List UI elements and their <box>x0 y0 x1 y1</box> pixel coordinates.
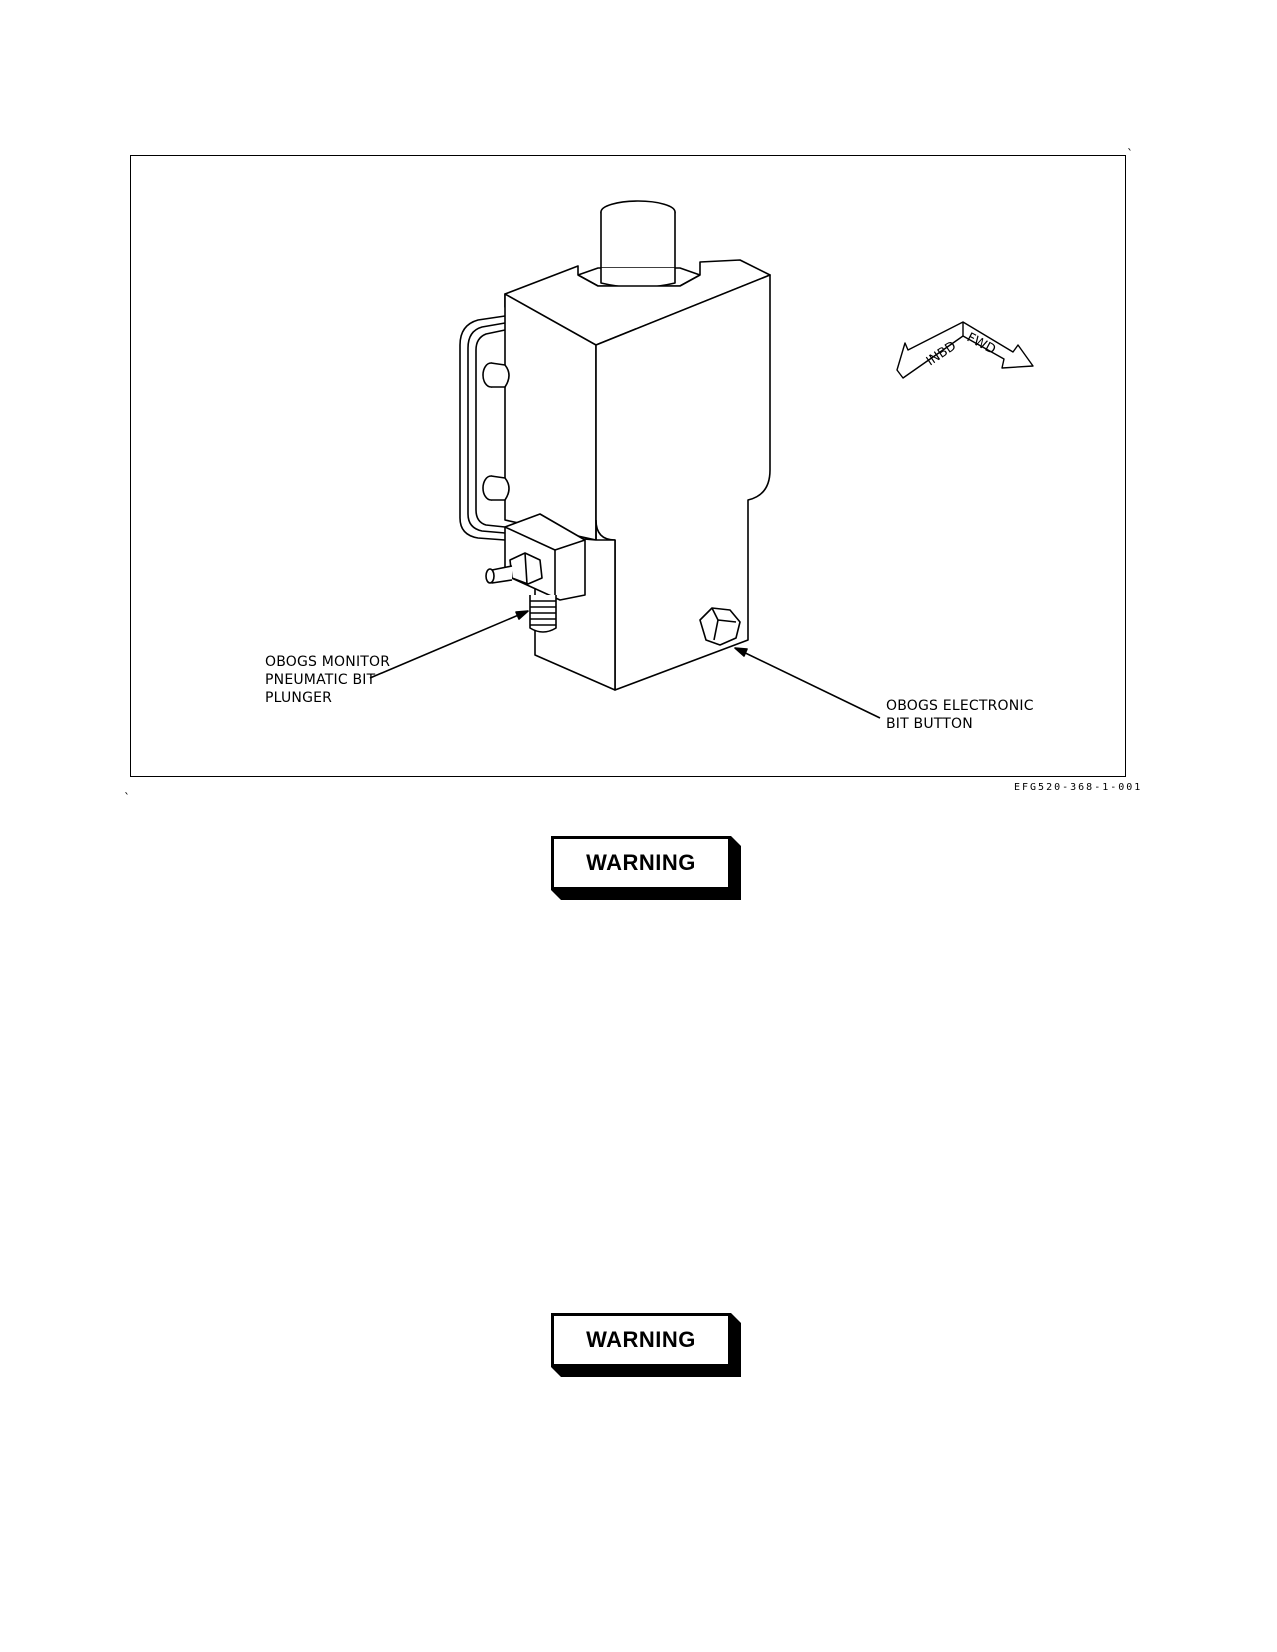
warning-label-1: WARNING <box>551 836 731 890</box>
warning-shadow-1 <box>551 836 741 900</box>
warning-badge-2: WARNING <box>551 1313 741 1377</box>
electronic-arrowhead <box>734 647 748 657</box>
warning-shadow-2 <box>551 1313 741 1377</box>
electronic-bit-button <box>699 607 741 646</box>
pneumatic-arrowhead <box>515 610 529 620</box>
warning-badge-1: WARNING <box>551 836 741 900</box>
figure-id: EFG520-368-1-001 <box>1014 782 1143 793</box>
callout-electronic-bit-button: OBOGS ELECTRONIC BIT BUTTON <box>886 698 1034 732</box>
pneumatic-leader-line <box>369 610 529 679</box>
stray-mark-top-right: ` <box>1127 147 1133 161</box>
electronic-leader-line <box>734 647 881 719</box>
stray-mark-bottom-left: ` <box>124 791 130 805</box>
direction-arrow <box>896 321 1034 379</box>
figure-frame <box>130 155 1126 777</box>
warning-label-2: WARNING <box>551 1313 731 1367</box>
callout-pneumatic-bit-plunger: OBOGS MONITOR PNEUMATIC BIT PLUNGER <box>265 654 391 706</box>
pneumatic-block <box>485 513 586 633</box>
main-body <box>504 259 771 691</box>
side-cover-plate <box>459 315 510 541</box>
